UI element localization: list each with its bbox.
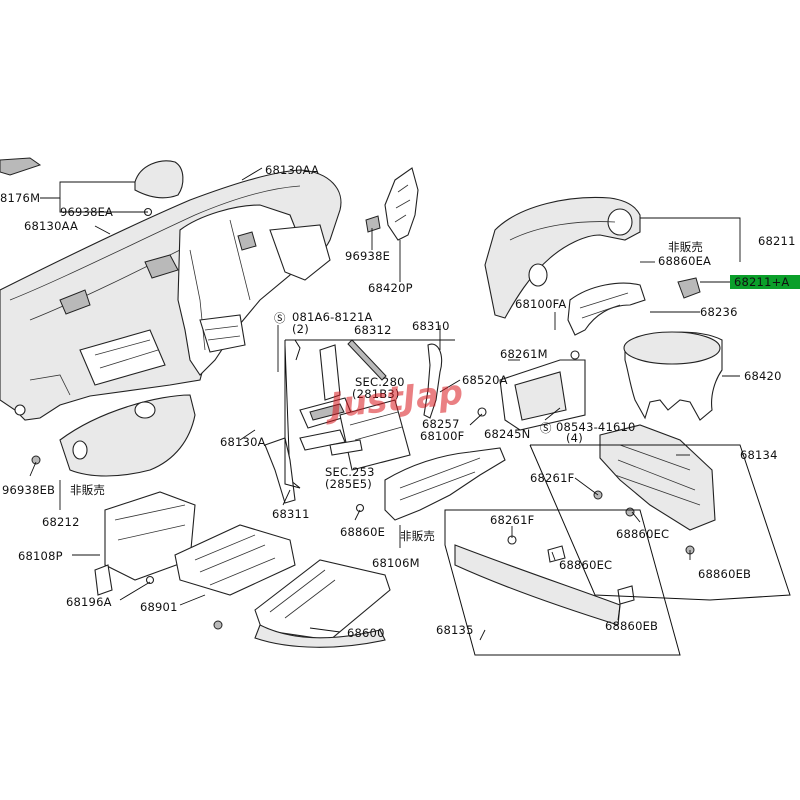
label-68860eb-a[interactable]: 68860EB [698, 567, 751, 581]
label-68860eb-b[interactable]: 68860EB [605, 619, 658, 633]
label-68860ec-a[interactable]: 68860EC [616, 527, 669, 541]
label-68236[interactable]: 68236 [700, 305, 738, 319]
label-68860ec-b[interactable]: 68860EC [559, 558, 612, 572]
label-68420[interactable]: 68420 [744, 369, 782, 383]
center-console-parts [264, 339, 586, 521]
label-nonsale-top: 非販売 [668, 240, 703, 254]
label-68420p[interactable]: 68420P [368, 281, 413, 295]
label-sec280[interactable]: SEC.280 [355, 375, 405, 389]
label-96938ea[interactable]: 96938EA [60, 205, 113, 219]
symbol-s-081a6: Ⓢ [274, 311, 286, 325]
label-68134[interactable]: 68134 [740, 448, 778, 462]
finisher-68236-drawing [567, 277, 701, 336]
label-08543[interactable]: 08543-41610 [556, 420, 636, 434]
symbol-s-08543: Ⓢ [540, 421, 552, 435]
label-68211[interactable]: 68211 [758, 234, 796, 248]
label-68520a[interactable]: 68520A [462, 373, 508, 387]
highlight-68211a [730, 275, 800, 289]
label-96938eb[interactable]: 96938EB [2, 483, 55, 497]
instrument-panel-drawing [0, 169, 342, 421]
label-68106m[interactable]: 68106M [372, 556, 420, 570]
label-68860e[interactable]: 68860E [340, 525, 385, 539]
label-68261f-b[interactable]: 68261F [490, 513, 534, 527]
label-68257[interactable]: 68257 [422, 417, 460, 431]
label-68261f-a[interactable]: 68261F [530, 471, 574, 485]
label-081a6-qty: (2) [292, 322, 309, 336]
label-68901[interactable]: 68901 [140, 600, 178, 614]
label-68196a[interactable]: 68196A [66, 595, 112, 609]
meter-hood-drawing [484, 196, 641, 319]
label-sec253[interactable]: SEC.253 [325, 465, 375, 479]
label-68130aa-left[interactable]: 68130AA [24, 219, 78, 233]
label-68245n[interactable]: 68245N [484, 427, 530, 441]
part-labels: 68130AA 8176M 96938EA 68130AA 96938E 684… [0, 163, 800, 640]
label-96938e[interactable]: 96938E [345, 249, 390, 263]
tray-glovebox-drawing [174, 524, 391, 648]
label-68860ea[interactable]: 68860EA [658, 254, 711, 268]
label-nonsale-mid: 非販売 [400, 529, 435, 543]
label-68100fa[interactable]: 68100FA [515, 297, 566, 311]
cover-68176m-drawing [0, 157, 184, 217]
group-boxes [284, 339, 791, 656]
label-68108p[interactable]: 68108P [18, 549, 63, 563]
label-68130aa-top[interactable]: 68130AA [265, 163, 319, 177]
leader-lines [29, 167, 741, 641]
label-68100f[interactable]: 68100F [420, 429, 464, 443]
label-68311[interactable]: 68311 [272, 507, 310, 521]
lower-cover-68212-drawing [31, 394, 196, 477]
label-68211a[interactable]: 68211+A [734, 275, 790, 289]
cover-68420-drawing [623, 331, 723, 421]
label-nonsale-left: 非販売 [70, 483, 105, 497]
bracket-68108p-drawing [94, 491, 196, 596]
bracket-68420p-drawing [365, 167, 419, 241]
label-sec253-ref: (285E5) [325, 477, 372, 491]
label-68310[interactable]: 68310 [412, 319, 450, 333]
label-68261m[interactable]: 68261M [500, 347, 548, 361]
label-68212[interactable]: 68212 [42, 515, 80, 529]
label-68600[interactable]: 68600 [347, 626, 385, 640]
label-08543-qty: (4) [566, 431, 583, 445]
label-68176m[interactable]: 8176M [0, 191, 40, 205]
label-sec280-ref: (281B3) [352, 387, 400, 401]
label-081a6[interactable]: 081A6-8121A [292, 310, 373, 324]
label-68135[interactable]: 68135 [436, 623, 474, 637]
label-68312[interactable]: 68312 [354, 323, 392, 337]
glovebox-68135-drawing [454, 535, 635, 626]
label-68130a[interactable]: 68130A [220, 435, 266, 449]
